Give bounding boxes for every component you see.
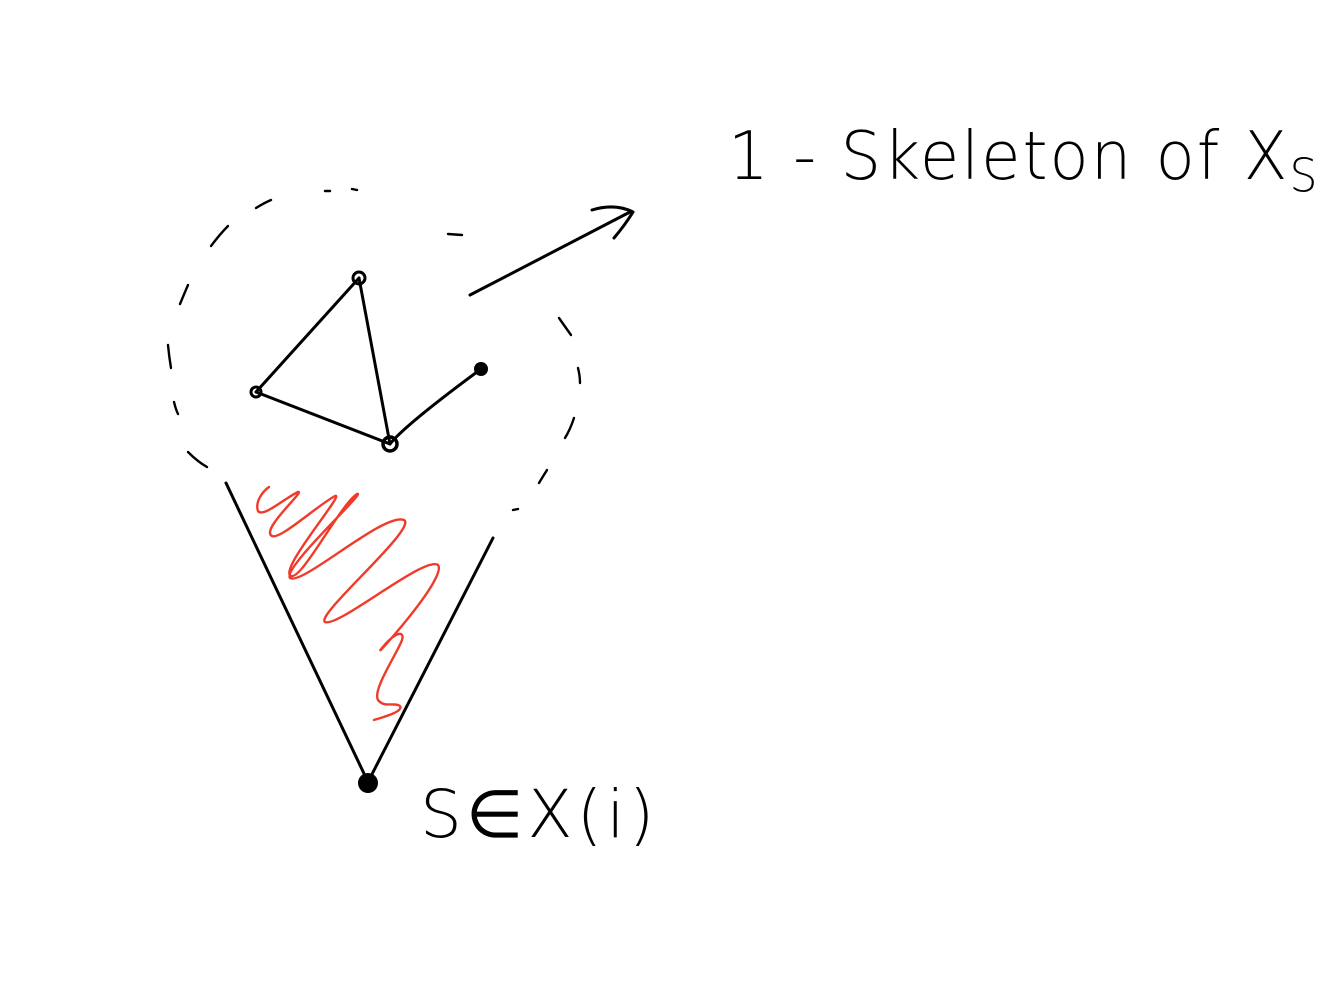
arrow-icon (468, 205, 635, 297)
graph-vertex (249, 385, 263, 399)
cone-edge-left (224, 481, 370, 784)
cone-edge-right (366, 536, 495, 784)
graph-edge (254, 276, 361, 394)
cone-apex-vertex (358, 773, 378, 793)
skeleton-label: 1 - Skeleton of XS (728, 118, 1319, 203)
skeleton-graph (249, 270, 488, 453)
graph-edge (254, 390, 392, 446)
cone-lines (224, 481, 495, 793)
graph-vertex (351, 270, 367, 286)
graph-edge (357, 276, 392, 446)
skeleton-label-subscript: S (1289, 149, 1320, 204)
graph-vertex (474, 362, 488, 376)
dashed-link-circle (166, 187, 582, 512)
vertex-label: S∈X(i) (420, 776, 659, 853)
shaded-region-scribble (256, 485, 440, 722)
graph-vertex (381, 435, 399, 453)
skeleton-label-main: 1 - Skeleton of X (728, 118, 1290, 196)
graph-edge (388, 367, 483, 446)
